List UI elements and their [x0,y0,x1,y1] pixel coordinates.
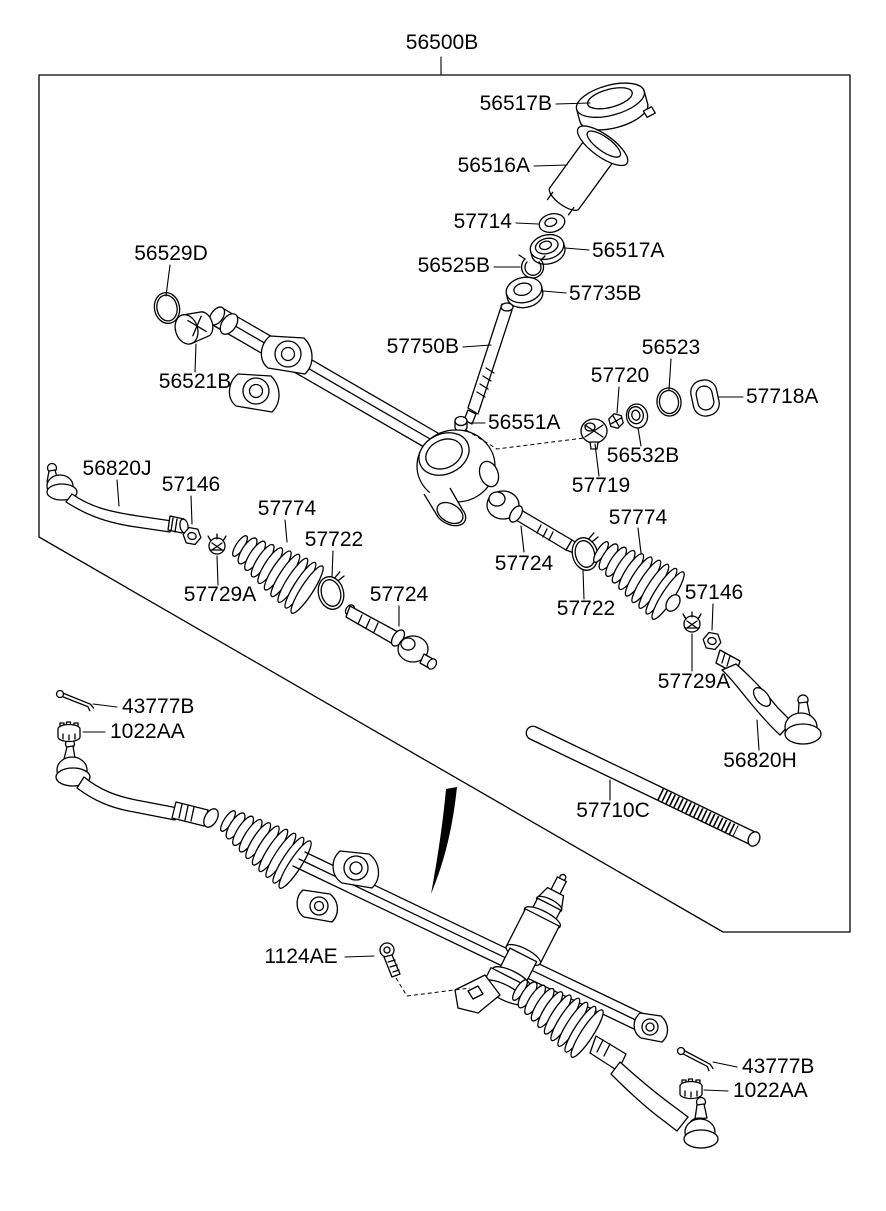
part-oring-57718A [690,379,720,417]
callout-56500B: 56500B [406,31,478,54]
callout-56523: 56523 [642,336,700,359]
pinion-alignment-dashes [465,429,585,450]
leader-56820J [116,479,120,507]
part-inner-tie-rod-57724-right [486,490,579,554]
callout-43777B-1: 43777B [122,695,194,718]
leader-57774-2 [637,527,642,554]
callout-57774-2: 57774 [609,506,668,529]
callout-56820H: 56820H [723,749,797,772]
part-tie-rod-end-56820J [46,462,189,534]
callout-56525B: 56525B [418,254,490,277]
leader-56532B [637,427,642,447]
part-clip-57729A-right [682,611,702,633]
part-pinion-shaft-57750B [463,302,514,425]
callout-1022AA-2: 1022AA [733,1079,808,1102]
leader-56517B [555,102,591,105]
callout-57722-2: 57722 [557,597,615,620]
leader-56516A [533,164,568,167]
part-bearing-56532B [625,403,649,429]
part-dust-cover-56517B [575,82,656,131]
callout-57146-1: 57146 [162,473,220,496]
callout-1124AE: 1124AE [264,945,337,968]
callout-56532B: 56532B [607,444,679,467]
part-bolt-1124AE [379,942,401,978]
callout-56551A: 56551A [488,411,560,434]
part-bearing-56517A [529,233,566,265]
callout-57146-2: 57146 [685,581,743,604]
part-stopper-56551A [454,415,468,433]
leader-57724-1 [520,525,525,553]
bolt-alignment-dashes [395,977,471,997]
callout-57718A: 57718A [746,385,818,408]
callout-57724-1: 57724 [495,552,554,575]
callout-56529D: 56529D [134,242,208,265]
leader-57719 [594,443,600,477]
leader-57722-1 [331,550,334,578]
part-nut-57720 [608,413,624,429]
leader-57714 [515,222,539,225]
leader-1022AA-2 [703,1089,729,1092]
leader-57146-2 [711,603,714,631]
part-bellows-snout [665,594,681,612]
leader-1124AE [344,955,375,958]
leader-57750B [462,344,492,348]
part-cotter-pin-43777B-right [673,1045,717,1073]
part-washer-57714 [538,213,566,233]
leader-57720 [616,386,620,414]
pointer-wedge [431,787,457,894]
part-rack-housing-upper [208,306,500,527]
assembled-steering-gear [55,738,719,1149]
callout-57719: 57719 [572,474,630,497]
leader-56820H [756,719,760,751]
callout-57724-2: 57724 [370,583,429,606]
leader-57729A-1 [216,555,219,586]
callout-57722-1: 57722 [305,528,363,551]
callout-56516A: 56516A [458,154,530,177]
callout-57735B: 57735B [569,282,641,305]
callout-43777B-2: 43777B [742,1055,814,1078]
part-castle-nut-1022AA-left [57,721,81,743]
part-castle-nut-1022AA-right [679,1078,703,1100]
callout-56517A: 56517A [592,239,664,262]
diagram-border [38,74,851,933]
leader-57774-1 [284,519,288,543]
part-valve-cover-56516A [546,125,629,216]
leader-56529D [165,264,171,297]
leader-56521B [194,343,197,373]
callout-57729A-1: 57729A [184,583,256,606]
part-cotter-pin-43777B-left [53,689,97,713]
leader-56517A [564,247,590,251]
part-tie-rod-end-56820H [715,649,822,745]
callout-57720: 57720 [591,364,649,387]
callout-1022AA-1: 1022AA [110,720,185,743]
callout-56820J: 56820J [83,457,152,480]
part-clip-57729A-left [207,533,227,555]
callout-56517B: 56517B [480,92,552,115]
leader-43777B-1 [92,703,118,708]
part-oring-56529D [153,291,181,325]
callout-57774-1: 57774 [258,497,317,520]
leader-56523 [668,358,672,391]
part-nut-57146-right [701,631,723,651]
callout-57714: 57714 [454,210,513,233]
callout-57710C: 57710C [576,799,650,822]
part-retainer-ring-56523 [656,387,682,417]
callout-56521B: 56521B [159,370,231,393]
part-plug-cap-56521B [174,311,214,345]
leader-57146-1 [190,495,193,525]
leader-57735B [542,290,567,294]
leader-57722-2 [582,569,585,600]
part-bushing-57735B [505,276,544,309]
part-rack-bar-57710C [525,725,761,847]
part-inner-tie-rod-57724-left [344,604,438,670]
leader-43777B-2 [712,1061,738,1068]
callout-57750B: 57750B [387,335,459,358]
part-pinion-gear-57719 [580,418,608,450]
callout-57729A-2: 57729A [658,670,730,693]
